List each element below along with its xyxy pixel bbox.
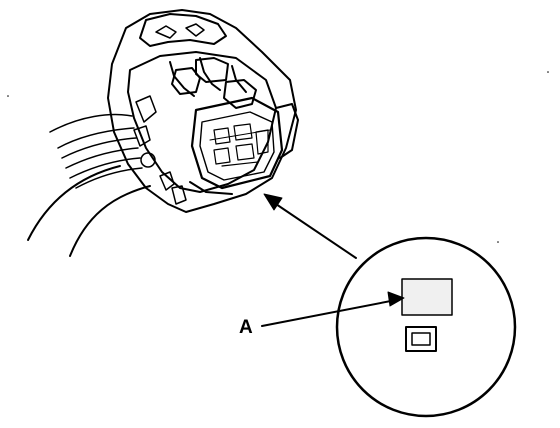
wire-harness [27,113,151,257]
port-a [401,278,453,316]
connector-housing [107,9,299,213]
callout-label-a: A [239,317,253,338]
detail-magnifier-circle [335,236,517,418]
leader-arrow [263,193,357,259]
print-specks [7,71,549,243]
indicator-square [405,326,437,352]
callout-leader [261,291,405,327]
